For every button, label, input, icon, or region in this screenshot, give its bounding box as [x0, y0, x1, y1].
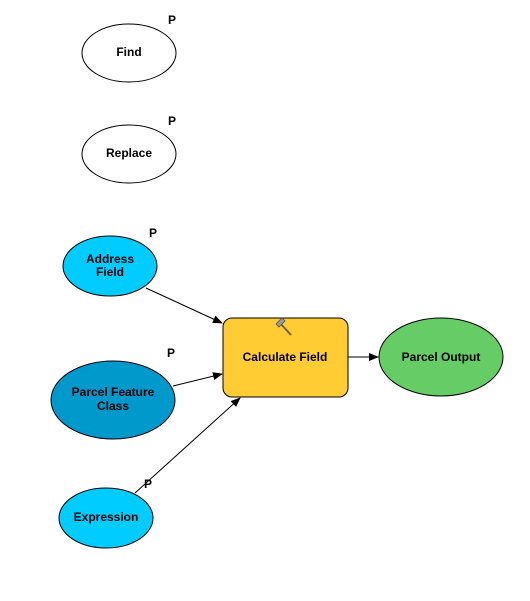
parcel-output-node[interactable]: Parcel Output: [378, 317, 504, 397]
replace-node-shape[interactable]: [81, 124, 177, 184]
parcel-output-node-label: Parcel Output: [402, 350, 481, 364]
find-node[interactable]: Find P: [81, 13, 177, 83]
calculate-field-node[interactable]: Calculate Field: [222, 317, 349, 398]
connector-parcel-feature-class-to-calculate-field[interactable]: [172, 372, 223, 387]
parcel-output-node-shape[interactable]: [378, 317, 504, 397]
expression-node[interactable]: Expression P: [58, 477, 154, 549]
expression-node-label: Expression: [74, 510, 139, 524]
address-field-node-shape[interactable]: [62, 235, 158, 297]
hammer-icon: [275, 317, 292, 336]
address-field-node-label-line2: Field: [96, 265, 124, 279]
connector-address-field-to-calculate-field[interactable]: [145, 287, 223, 324]
find-parameter-flag: P: [168, 13, 176, 27]
replace-node[interactable]: Replace P: [81, 114, 177, 184]
parcel-feature-class-node[interactable]: Parcel Feature Class P: [50, 346, 176, 440]
parcel-feature-class-parameter-flag: P: [167, 346, 175, 360]
parcel-feature-class-node-label-line1: Parcel Feature: [72, 385, 155, 399]
replace-parameter-flag: P: [168, 114, 176, 128]
find-node-label: Find: [116, 45, 141, 59]
address-field-node[interactable]: Address Field P: [62, 226, 158, 297]
address-field-parameter-flag: P: [149, 226, 157, 240]
address-field-node-label-line1: Address: [86, 252, 134, 266]
parcel-feature-class-node-shape[interactable]: [50, 360, 176, 440]
calculate-field-node-label: Calculate Field: [243, 350, 328, 364]
parcel-feature-class-node-label-line2: Class: [97, 399, 129, 413]
calculate-field-node-shape[interactable]: [222, 317, 349, 398]
replace-node-label: Replace: [106, 146, 152, 160]
expression-parameter-flag: P: [144, 477, 152, 491]
find-node-shape[interactable]: [81, 23, 177, 83]
expression-node-shape[interactable]: [58, 487, 154, 549]
connector-expression-to-calculate-field[interactable]: [134, 397, 241, 494]
